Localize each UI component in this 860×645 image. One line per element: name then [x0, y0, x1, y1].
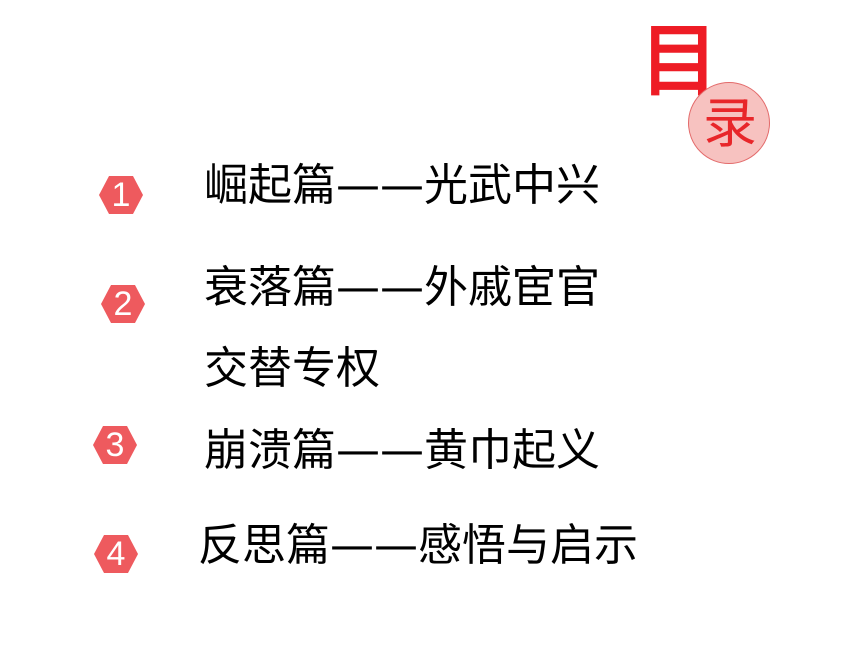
hexagon-icon — [101, 285, 145, 323]
item-1-badge: 1 — [98, 175, 144, 215]
hexagon-icon — [93, 426, 137, 464]
item-2-text: 衰落篇——外戚宦官 — [204, 262, 600, 313]
item-1-text: 崛起篇——光武中兴 — [204, 160, 600, 211]
hexagon-icon — [99, 176, 143, 214]
hexagon-icon — [94, 535, 138, 573]
item-4-badge: 4 — [93, 534, 139, 574]
item-3-text: 崩溃篇——黄巾起义 — [204, 425, 600, 476]
item-3-badge: 3 — [92, 425, 138, 465]
item-2-text-line2: 交替专权 — [204, 343, 380, 394]
heading-circle: 录 — [688, 82, 770, 164]
heading-char-lu: 录 — [703, 92, 757, 155]
item-4-number: 4 — [106, 535, 126, 573]
item-3-number: 3 — [105, 426, 125, 464]
item-2-number: 2 — [113, 285, 133, 323]
item-4-text: 反思篇——感悟与启示 — [198, 520, 638, 571]
item-2-badge: 2 — [100, 284, 146, 324]
item-1-number: 1 — [111, 176, 131, 214]
